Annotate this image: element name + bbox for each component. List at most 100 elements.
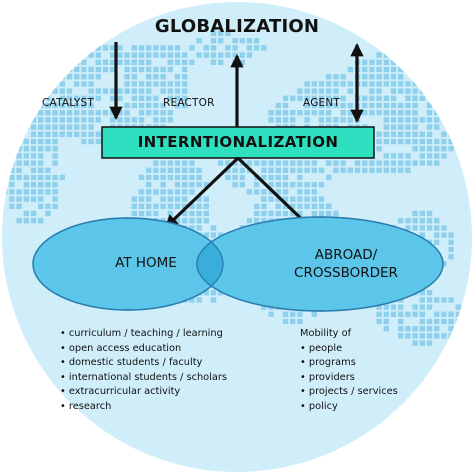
map-pixel	[419, 153, 425, 159]
map-pixel	[390, 167, 397, 173]
map-pixel	[167, 117, 173, 123]
map-pixel	[311, 203, 317, 209]
map-pixel	[455, 102, 461, 109]
map-pixel	[268, 117, 274, 123]
map-pixel	[390, 131, 397, 137]
map-pixel	[45, 138, 51, 145]
map-pixel	[66, 88, 73, 94]
map-pixel	[369, 167, 375, 173]
map-pixel	[160, 45, 166, 51]
map-pixel	[426, 88, 433, 94]
map-pixel	[59, 74, 65, 80]
map-pixel	[390, 52, 397, 58]
map-pixel	[81, 110, 87, 116]
map-pixel	[30, 102, 37, 109]
map-pixel	[448, 138, 454, 145]
map-pixel	[45, 146, 51, 152]
map-pixel	[196, 203, 202, 209]
map-pixel	[412, 81, 418, 87]
map-pixel	[282, 160, 289, 166]
map-pixel	[110, 66, 116, 73]
map-pixel	[326, 160, 332, 166]
map-pixel	[30, 66, 37, 73]
map-pixel	[426, 340, 433, 346]
map-pixel	[30, 167, 37, 173]
map-pixel	[174, 196, 181, 202]
map-pixel	[304, 110, 310, 116]
map-pixel	[131, 52, 137, 58]
map-pixel	[167, 174, 173, 181]
agent-label: AGENT	[303, 97, 341, 109]
map-pixel	[182, 160, 188, 166]
map-pixel	[45, 210, 51, 217]
map-pixel	[261, 203, 267, 209]
map-pixel	[333, 95, 339, 101]
map-pixel	[117, 110, 123, 116]
map-pixel	[52, 160, 58, 166]
map-pixel	[174, 59, 181, 65]
map-pixel	[16, 153, 22, 159]
map-pixel	[167, 196, 173, 202]
map-pixel	[426, 131, 433, 137]
map-pixel	[138, 66, 145, 73]
map-pixel	[412, 333, 418, 339]
map-pixel	[38, 174, 44, 181]
map-pixel	[23, 74, 29, 80]
map-pixel	[441, 102, 447, 109]
map-pixel	[390, 153, 397, 159]
map-pixel	[153, 74, 159, 80]
map-pixel	[398, 74, 404, 80]
map-pixel	[398, 326, 404, 332]
map-pixel	[153, 167, 159, 173]
map-pixel	[74, 131, 80, 137]
map-pixel	[261, 174, 267, 181]
map-pixel	[333, 81, 339, 87]
map-pixel	[441, 333, 447, 339]
map-pixel	[45, 74, 51, 80]
map-pixel	[146, 189, 152, 195]
map-pixel	[160, 117, 166, 123]
map-pixel	[45, 95, 51, 101]
map-pixel	[419, 88, 425, 94]
map-pixel	[138, 210, 145, 217]
map-pixel	[304, 182, 310, 188]
map-pixel	[383, 304, 389, 310]
map-pixel	[340, 95, 346, 101]
map-pixel	[448, 124, 454, 130]
map-pixel	[174, 81, 181, 87]
map-pixel	[81, 59, 87, 65]
map-pixel	[333, 117, 339, 123]
map-pixel	[412, 131, 418, 137]
map-pixel	[362, 160, 368, 166]
map-pixel	[412, 304, 418, 310]
map-pixel	[275, 189, 281, 195]
map-pixel	[441, 74, 447, 80]
map-pixel	[160, 203, 166, 209]
map-pixel	[412, 225, 418, 231]
map-pixel	[9, 174, 15, 181]
map-pixel	[138, 117, 145, 123]
map-pixel	[131, 210, 137, 217]
map-pixel	[455, 304, 461, 310]
map-pixel	[282, 189, 289, 195]
map-pixel	[434, 117, 440, 123]
map-pixel	[23, 146, 29, 152]
map-pixel	[383, 81, 389, 87]
map-pixel	[347, 110, 353, 116]
map-pixel	[23, 174, 29, 181]
map-pixel	[30, 138, 37, 145]
map-pixel	[441, 110, 447, 116]
abroad-outline	[196, 216, 444, 312]
map-pixel	[376, 81, 382, 87]
map-pixel	[297, 189, 303, 195]
map-pixel	[441, 261, 447, 267]
map-pixel	[318, 95, 325, 101]
map-pixel	[160, 182, 166, 188]
map-pixel	[153, 210, 159, 217]
map-pixel	[153, 45, 159, 51]
map-pixel	[66, 95, 73, 101]
map-pixel	[383, 318, 389, 325]
map-pixel	[239, 38, 245, 44]
map-pixel	[383, 124, 389, 130]
map-pixel	[426, 153, 433, 159]
